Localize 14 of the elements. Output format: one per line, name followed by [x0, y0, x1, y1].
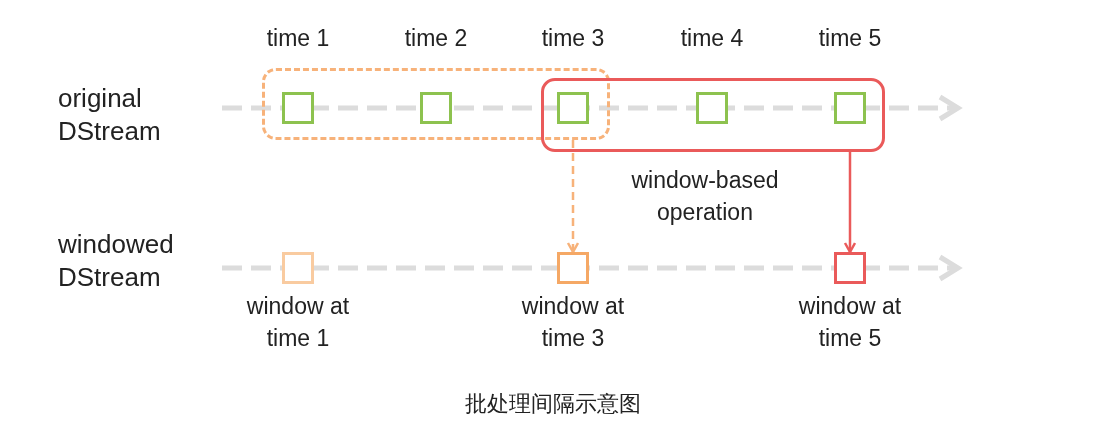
- caption: 批处理间隔示意图: [464, 390, 642, 418]
- arrow: [843, 152, 857, 254]
- time-label: time 4: [679, 24, 745, 53]
- caption-text: window at time 3: [520, 292, 626, 353]
- time-label: time 1: [265, 24, 331, 53]
- caption-text: window at time 1: [245, 292, 351, 353]
- time-label: time 2: [403, 24, 469, 53]
- time-label: time 3: [540, 24, 606, 53]
- time-label: time 5: [817, 24, 883, 53]
- row-label: windowed DStream: [58, 228, 175, 294]
- arrow: [566, 140, 580, 254]
- caption-text: window at time 5: [797, 292, 903, 353]
- row-label: original DStream: [58, 82, 162, 148]
- caption-text: window-based operation: [630, 166, 780, 227]
